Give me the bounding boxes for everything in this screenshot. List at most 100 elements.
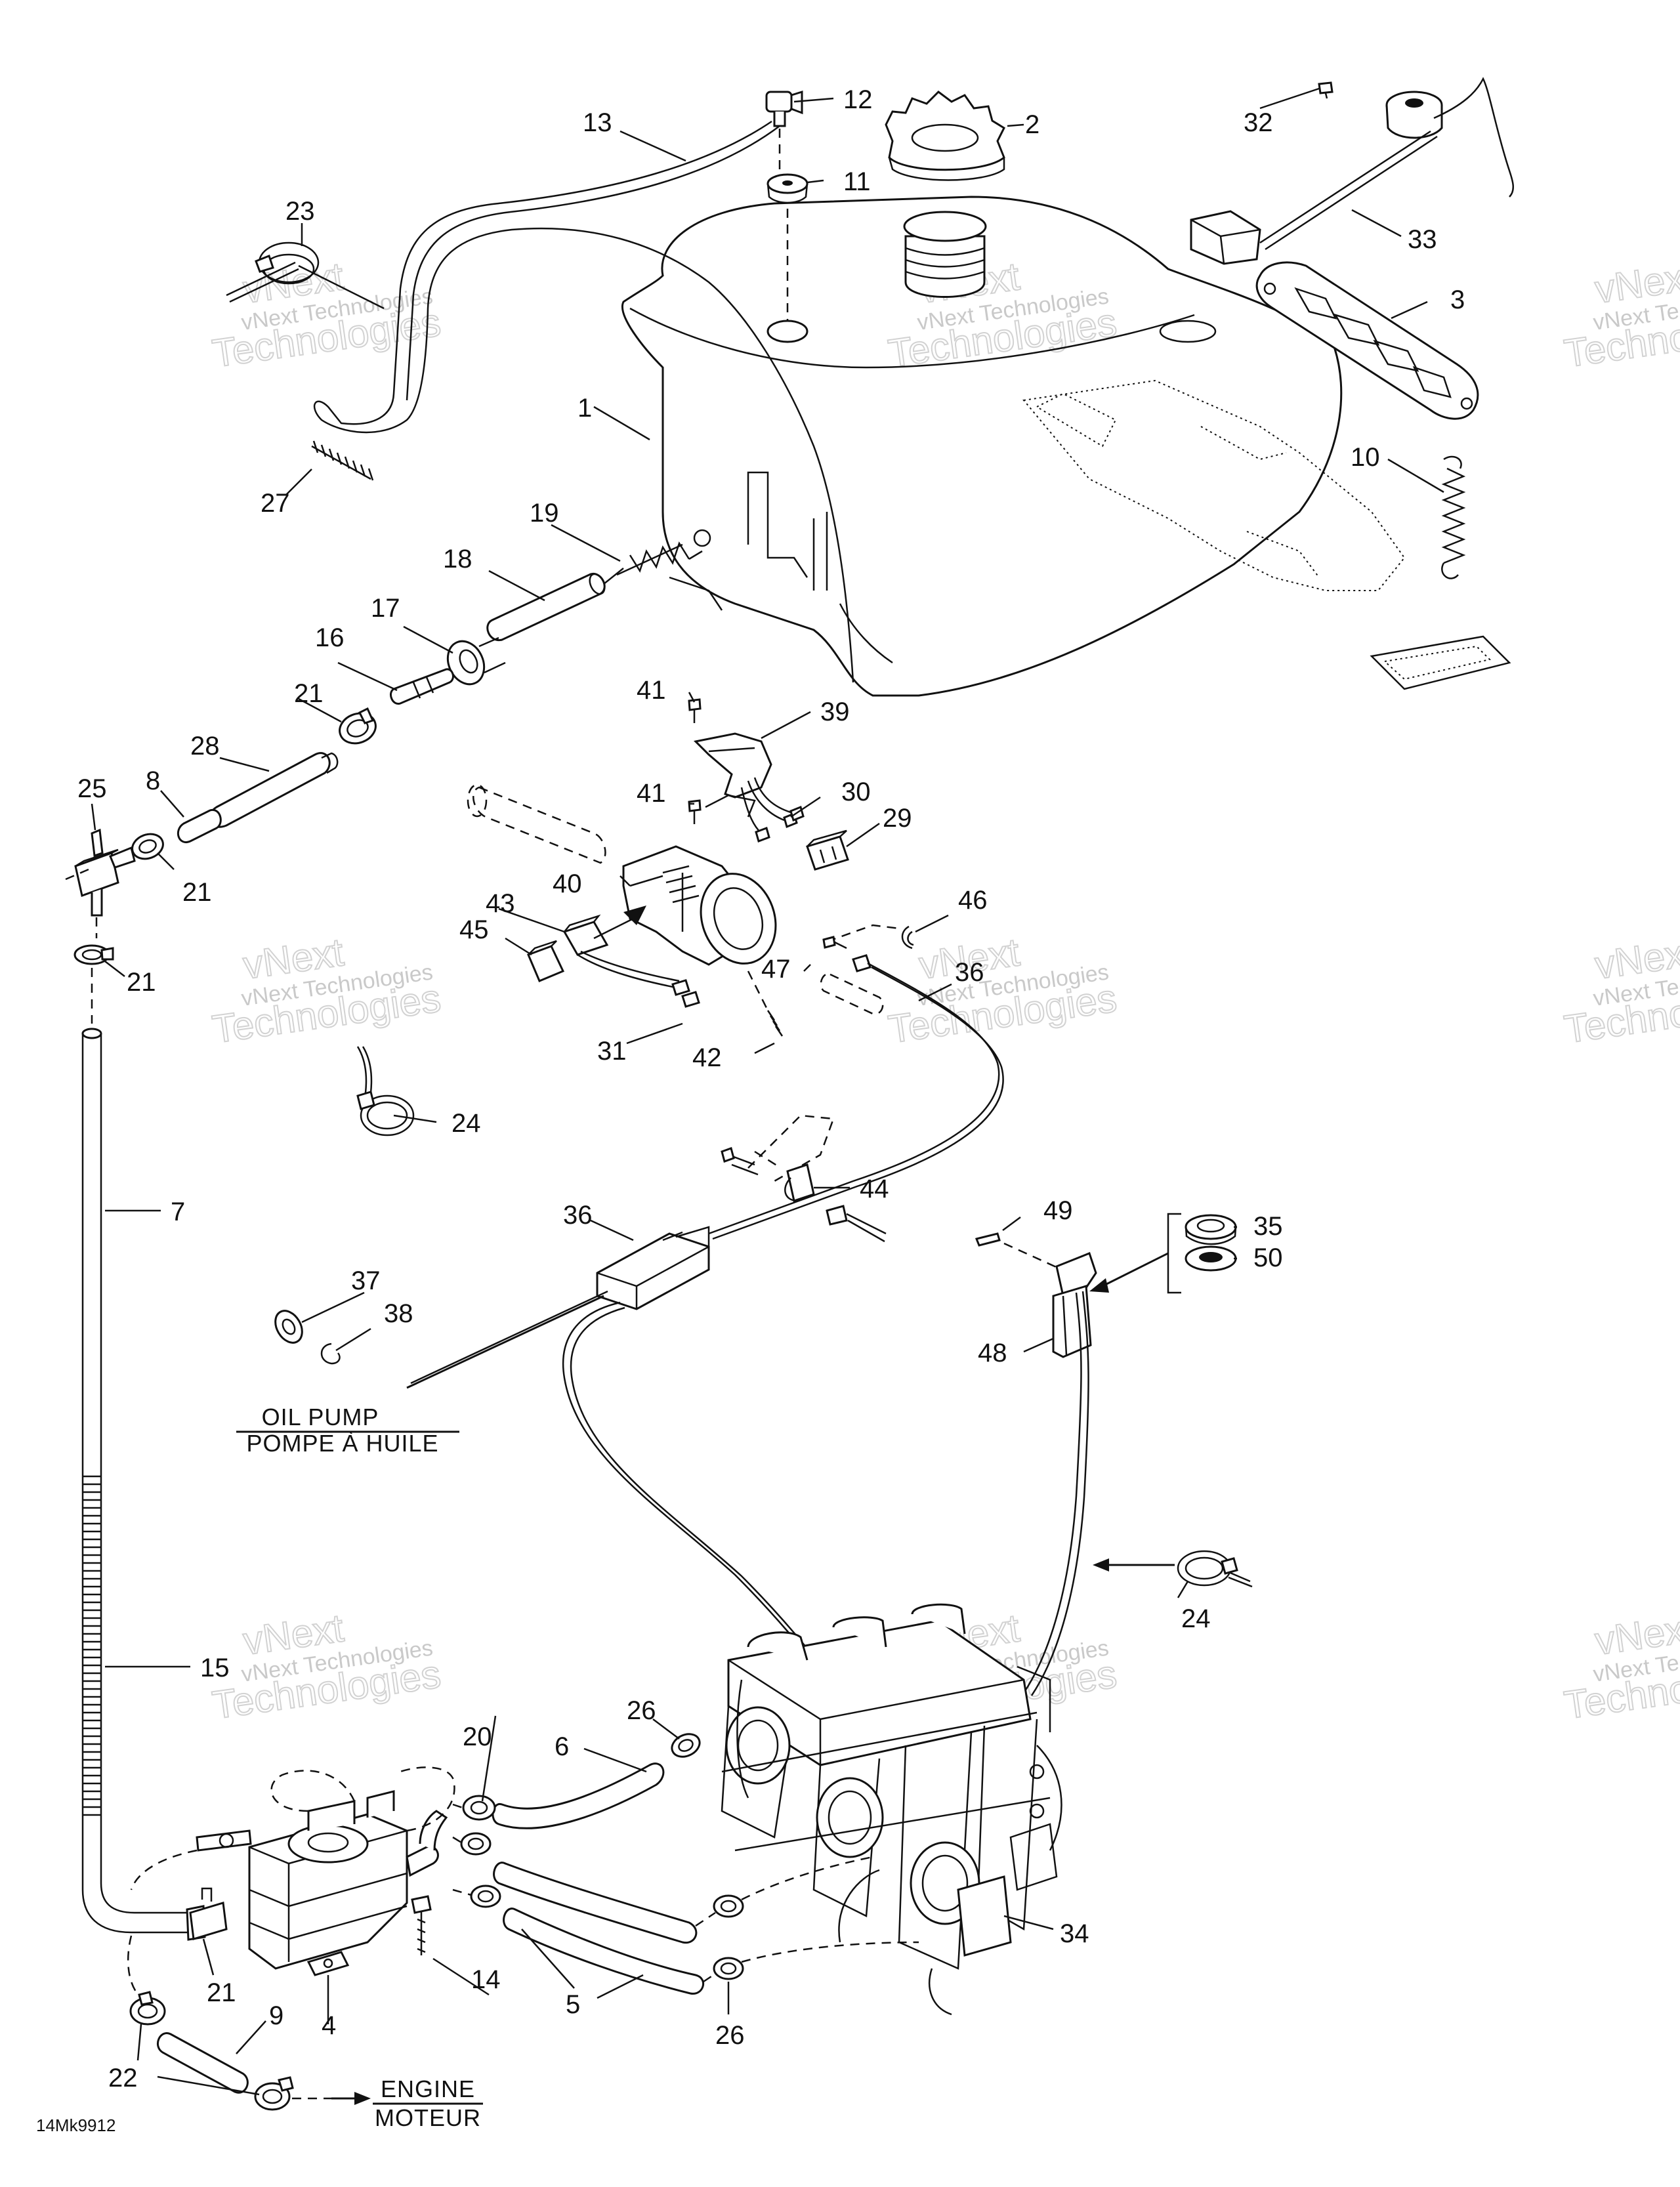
drawing-code: 14Mk9912 bbox=[36, 2115, 116, 2135]
engine-caption-fr: MOTEUR bbox=[375, 2104, 481, 2131]
callout-3: 3 bbox=[1450, 285, 1465, 314]
callout-9: 9 bbox=[269, 2001, 284, 2030]
callout-labels: 1 2 3 4 5 6 7 8 9 10 11 12 13 14 15 16 1… bbox=[77, 85, 1465, 2093]
callout-37: 37 bbox=[351, 1266, 381, 1295]
callout-50: 50 bbox=[1253, 1243, 1283, 1272]
clip-38 bbox=[320, 1343, 341, 1365]
tank-vent-boss bbox=[766, 320, 808, 343]
cable-bolt bbox=[826, 1205, 887, 1243]
throttle-housing-40 bbox=[622, 845, 777, 966]
cable-end-46 bbox=[901, 925, 914, 949]
hose-spring bbox=[311, 440, 374, 481]
carburetor-assembly bbox=[721, 1603, 1062, 2016]
grommet bbox=[766, 173, 808, 204]
callout-26-a: 26 bbox=[627, 1696, 656, 1725]
callout-28: 28 bbox=[190, 732, 220, 760]
callout-41-b: 41 bbox=[637, 779, 666, 808]
vent-elbow-fitting bbox=[765, 90, 803, 127]
throttle-wires-30 bbox=[740, 777, 805, 843]
callout-30: 30 bbox=[841, 778, 871, 806]
callout-49: 49 bbox=[1043, 1196, 1073, 1225]
hose-5-lower bbox=[503, 1907, 704, 1995]
watermarks: vNext vNext Technologies Technologies vN… bbox=[209, 253, 1680, 1728]
callout-4: 4 bbox=[322, 2011, 336, 2040]
throttle-bracket-39 bbox=[693, 732, 772, 818]
callout-6: 6 bbox=[555, 1732, 569, 1761]
pump-screw-14 bbox=[411, 1895, 432, 1955]
callout-20: 20 bbox=[463, 1722, 492, 1751]
callout-40: 40 bbox=[553, 869, 582, 898]
callout-5: 5 bbox=[566, 1990, 580, 2019]
tank-support-pad bbox=[1370, 635, 1511, 690]
callout-48: 48 bbox=[978, 1339, 1007, 1367]
callout-42: 42 bbox=[692, 1043, 722, 1072]
hose-9 bbox=[156, 2032, 249, 2094]
callout-21-b: 21 bbox=[182, 878, 212, 907]
washer-37 bbox=[274, 1310, 303, 1344]
tie-strap-24-left bbox=[356, 1046, 415, 1136]
engine-caption: ENGINE MOTEUR bbox=[373, 2075, 483, 2131]
callout-32: 32 bbox=[1244, 108, 1273, 137]
hose-28 bbox=[208, 752, 339, 828]
oil-pump-caption-en: OIL PUMP bbox=[262, 1404, 379, 1430]
throttle-grip bbox=[467, 783, 606, 864]
boot-45 bbox=[527, 940, 565, 982]
pin-49 bbox=[975, 1232, 1001, 1247]
callout-10: 10 bbox=[1351, 443, 1380, 472]
sender-screw bbox=[1318, 81, 1334, 99]
hose-5-upper bbox=[493, 1862, 698, 1944]
callout-13: 13 bbox=[583, 108, 612, 137]
callout-29: 29 bbox=[883, 804, 912, 833]
clamp-26-a bbox=[713, 1894, 744, 1918]
fuel-line-7 bbox=[81, 1028, 102, 1470]
ferrule-47 bbox=[822, 936, 847, 949]
fuel-level-sender bbox=[1190, 77, 1514, 265]
hose-8 bbox=[177, 808, 222, 844]
callout-45: 45 bbox=[459, 915, 489, 944]
callout-35: 35 bbox=[1253, 1212, 1283, 1241]
tie-strap-24-right bbox=[1177, 1550, 1253, 1588]
cable-bracket-44 bbox=[721, 1114, 835, 1202]
leader-lines bbox=[91, 87, 1444, 2096]
callout-24-a: 24 bbox=[452, 1109, 481, 1138]
clamp-26-upper bbox=[671, 1733, 701, 1758]
tank-strap bbox=[1255, 261, 1479, 420]
callout-16: 16 bbox=[315, 623, 345, 652]
clamp-22-upper bbox=[129, 1991, 166, 2026]
hose-6 bbox=[492, 1762, 665, 1829]
pump-inlet-fitting-21 bbox=[189, 1887, 228, 1940]
callout-21-c: 21 bbox=[127, 968, 156, 997]
safety-switch-43 bbox=[562, 914, 700, 1008]
oil-pump-caption: OIL PUMP POMPE À HUILE bbox=[236, 1404, 459, 1457]
oil-pump-caption-fr: POMPE À HUILE bbox=[246, 1430, 438, 1457]
clamp-26-b bbox=[713, 1957, 744, 1980]
nut-35 bbox=[1185, 1214, 1237, 1245]
callout-31: 31 bbox=[597, 1037, 627, 1066]
callout-39: 39 bbox=[820, 698, 850, 726]
vent-hose bbox=[314, 120, 854, 683]
cable-splitter-36 bbox=[596, 1226, 710, 1310]
tank-outlet-hole bbox=[693, 529, 711, 547]
callout-46: 46 bbox=[958, 886, 988, 915]
washer-50 bbox=[1185, 1245, 1237, 1272]
clamp-20-c bbox=[470, 1885, 501, 1908]
fuel-tank bbox=[621, 196, 1406, 697]
callout-1: 1 bbox=[578, 394, 592, 423]
elbow-fitting-25 bbox=[74, 828, 136, 917]
spring-19 bbox=[603, 541, 703, 585]
callout-33: 33 bbox=[1408, 225, 1437, 254]
tie-strap-top bbox=[226, 241, 320, 303]
screw-41-upper bbox=[688, 698, 702, 723]
callout-12: 12 bbox=[843, 85, 873, 114]
callout-14: 14 bbox=[471, 1965, 501, 1994]
fuel-pump bbox=[127, 1766, 455, 2002]
callout-26-b: 26 bbox=[715, 2021, 745, 2050]
callout-34: 34 bbox=[1060, 1919, 1089, 1948]
callout-18: 18 bbox=[443, 545, 472, 573]
callout-47: 47 bbox=[761, 955, 791, 984]
callout-11: 11 bbox=[843, 167, 871, 196]
callout-38: 38 bbox=[384, 1299, 413, 1328]
callout-21-d: 21 bbox=[207, 1978, 236, 2007]
pickup-tube-18 bbox=[486, 572, 606, 642]
